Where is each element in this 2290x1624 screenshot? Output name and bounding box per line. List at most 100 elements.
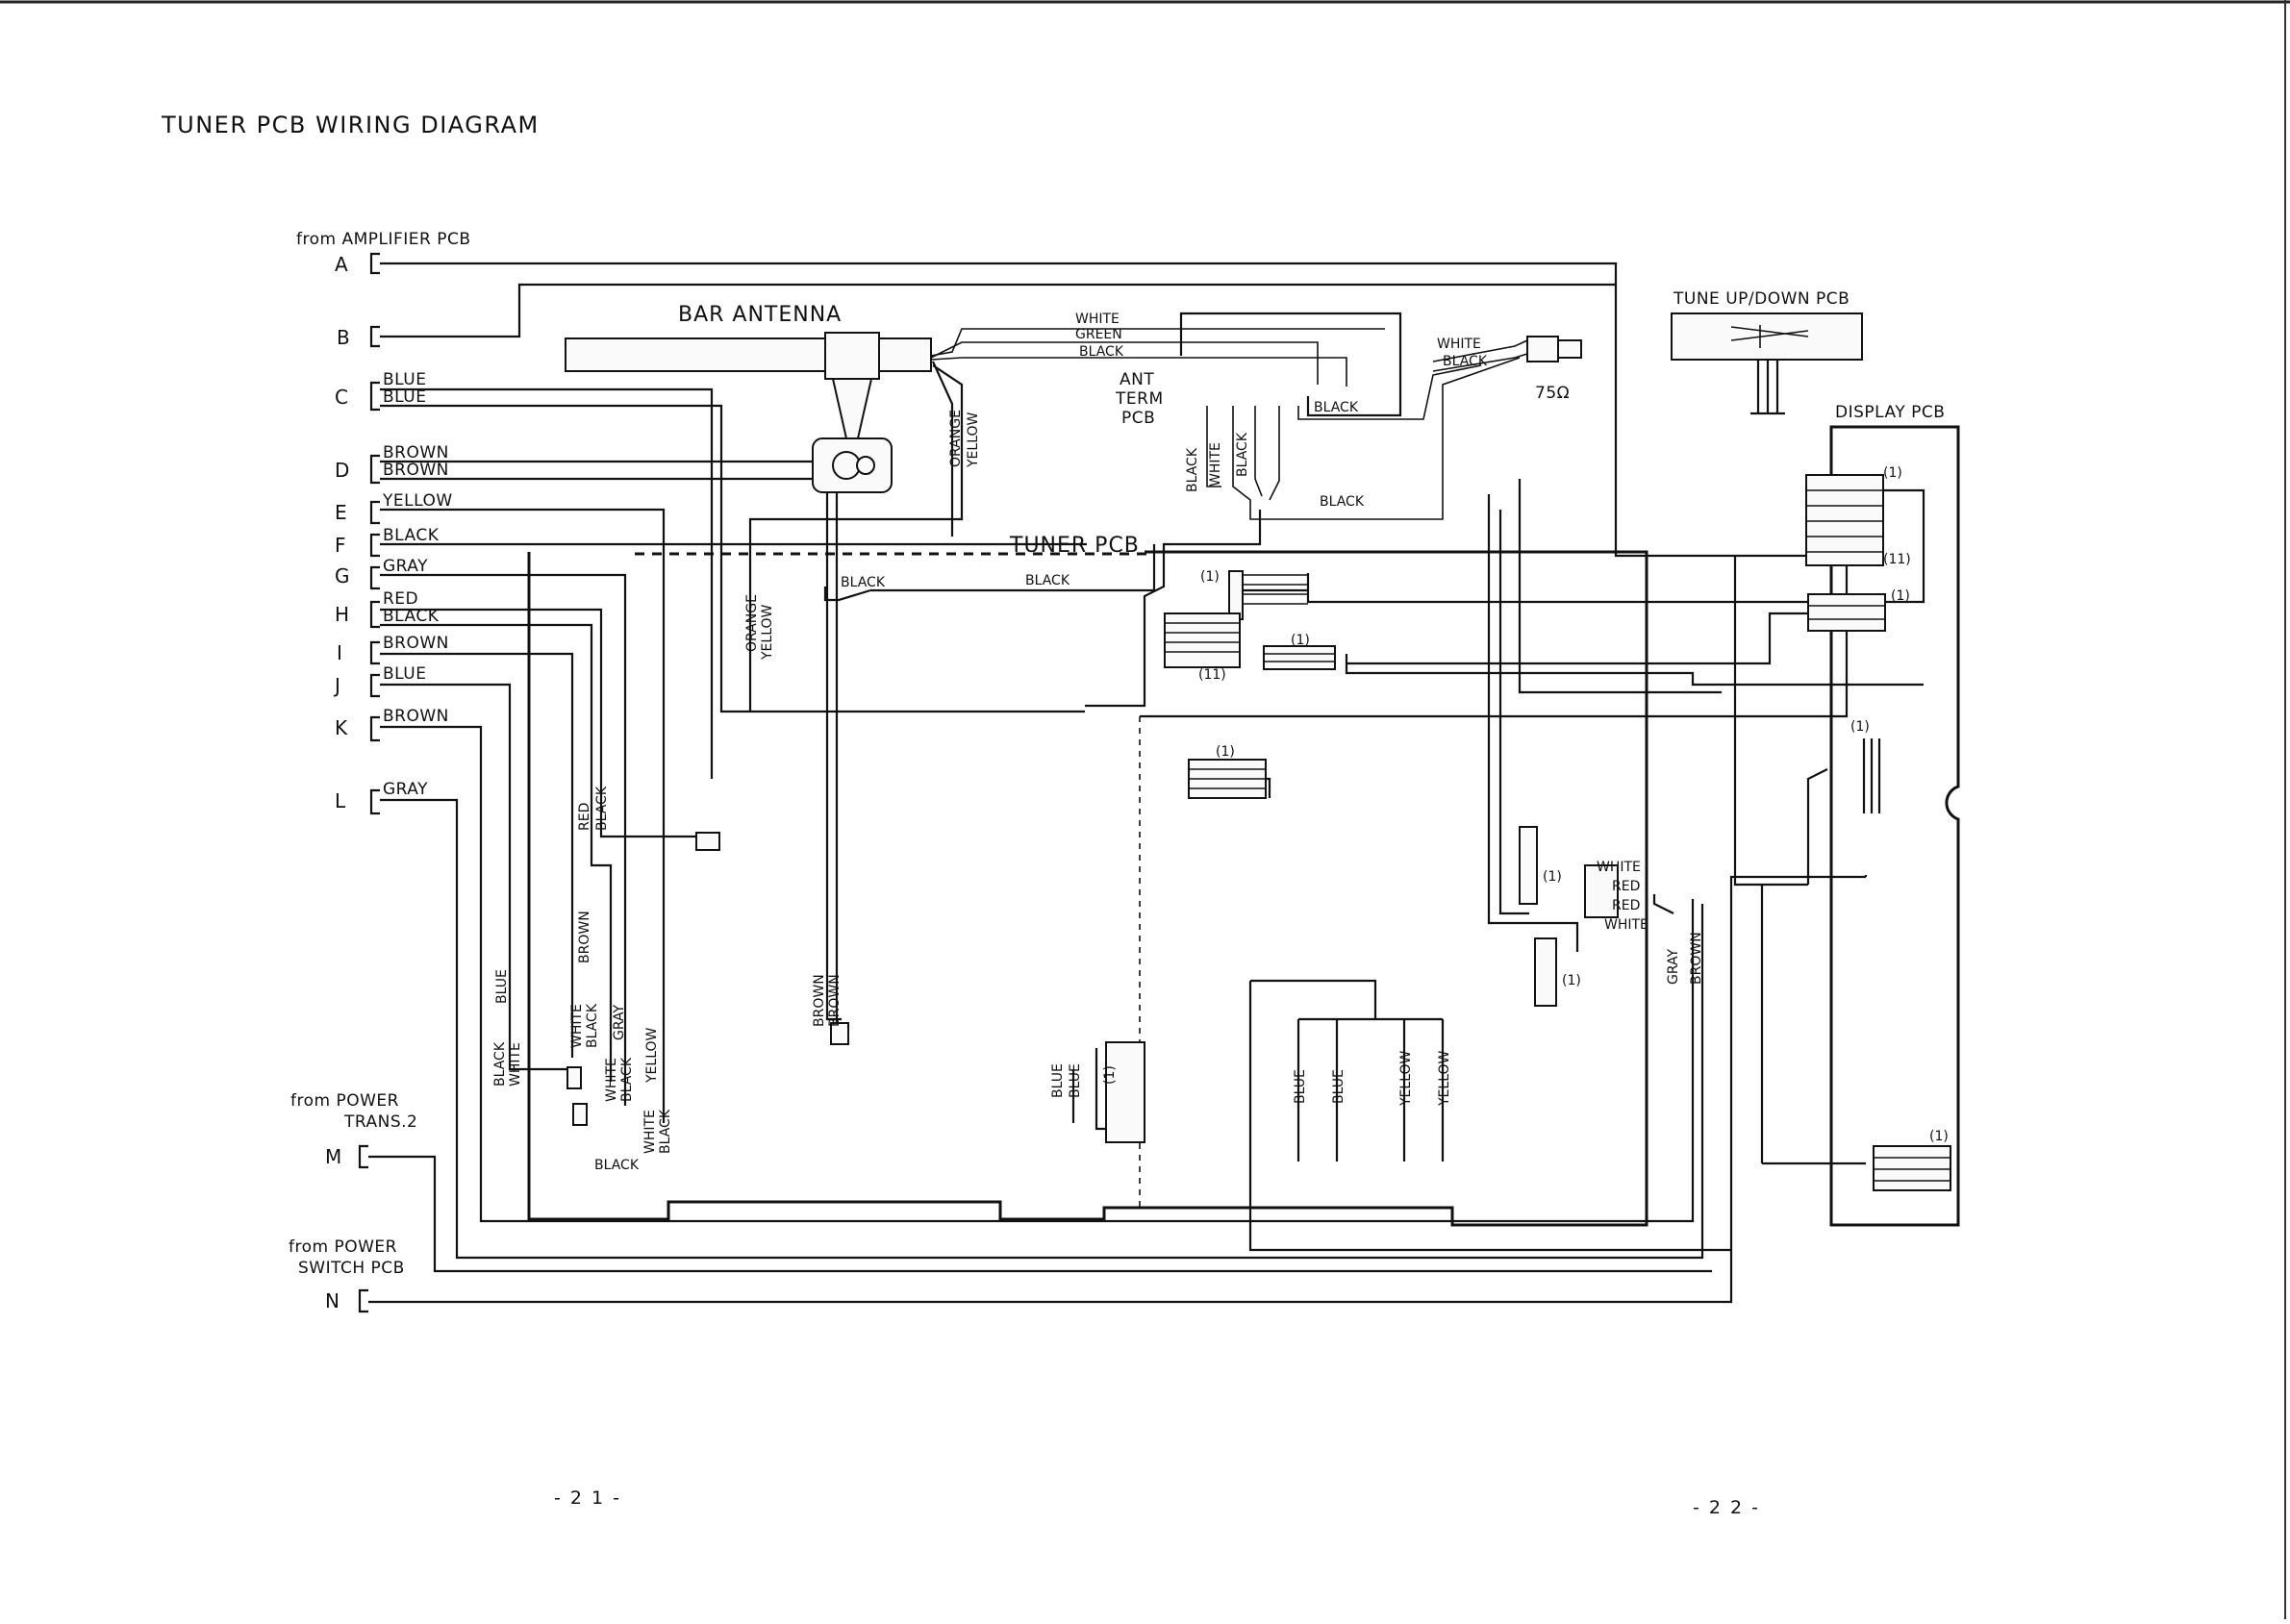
wire-E-1: YELLOW [382,491,453,511]
tuner-pcb-label: TUNER PCB [1009,534,1140,558]
mark-1-g: (1) [1883,465,1902,481]
mark-11-g: (11) [1883,552,1911,567]
label-blue-c-2: BLUE [1068,1063,1083,1098]
ant-term-label-3: PCB [1121,409,1155,428]
wire-K-1: BROWN [383,707,449,726]
pin-J: J [333,674,340,697]
label-brown-d-1: BROWN [812,974,827,1027]
wire-F-1: BLACK [383,526,440,545]
wire-C-1: BLUE [383,370,426,389]
label-yellow-tuner: YELLOW [760,604,775,661]
bottom-wire-blue-2: BLUE [1331,1069,1346,1104]
source-power-trans-2: TRANS.2 [343,1112,417,1132]
label-white-i: WHITE [569,1004,585,1048]
label-white-power-2: WHITE [1604,917,1648,933]
bottom-wire-yellow-1: YELLOW [1398,1050,1414,1107]
label-black-g: BLACK [619,1057,635,1102]
wire-H-2: BLACK [383,607,440,626]
label-brown-d-2: BROWN [827,974,843,1027]
mark-1-f: (1) [1102,1065,1118,1085]
tune-updown-label: TUNE UP/DOWN PCB [1673,289,1850,309]
label-gray-g: GRAY [612,1005,627,1040]
label-white-g: WHITE [604,1058,619,1102]
pin-N: N [325,1289,340,1312]
label-black-i: BLACK [585,1003,600,1048]
wire-D-2: BROWN [383,461,449,480]
antenna-wire-green: GREEN [1075,327,1122,342]
label-brown-i: BROWN [577,911,592,963]
page-number-left: - 2 1 - [554,1487,621,1509]
pin-D: D [335,459,349,482]
diagram-title: TUNER PCB WIRING DIAGRAM [161,112,540,138]
label-white-k: WHITE [508,1042,523,1087]
blue-yellow-wires [1296,1017,1445,1162]
label-black-bottom: BLACK [594,1158,640,1173]
ant-term-wire-black: BLACK [1185,447,1200,492]
source-power-switch-2: SWITCH PCB [298,1259,405,1278]
source-power-trans-1: from POWER [290,1091,399,1111]
pin-brackets [358,252,380,1313]
label-red-power-1: RED [1612,879,1640,894]
mark-11-a: (11) [1198,667,1226,683]
wire-I-1: BROWN [383,634,449,653]
bottom-wire-blue-1: BLUE [1293,1069,1308,1104]
label-blue-j: BLUE [494,969,510,1004]
source-power-switch-1: from POWER [289,1237,397,1257]
label-gray-right: GRAY [1666,949,1681,985]
mark-1-b: (1) [1291,633,1310,648]
wire-C-2: BLUE [383,387,426,407]
tuner-connectors [566,570,1619,1143]
tune-updown-switch [1730,325,1809,348]
wire-L-1: GRAY [383,780,428,799]
label-brown-right: BROWN [1689,932,1704,985]
ant-term-black-label: BLACK [1314,400,1359,415]
coax-wire-black: BLACK [1443,354,1488,369]
coax-connector [1432,336,1582,372]
ant-term-wire-white: WHITE [1208,442,1223,487]
label-yellow-e: YELLOW [644,1027,660,1084]
antenna-wire-black: BLACK [1079,344,1124,360]
label-white-power: WHITE [1597,860,1641,875]
mark-1-c: (1) [1216,744,1235,760]
wire-H-1: RED [383,589,418,609]
label-black-h: BLACK [594,786,610,831]
label-black-tuner-1: BLACK [841,575,886,590]
coax-wire-white: WHITE [1437,337,1481,352]
label-black-k: BLACK [492,1041,508,1087]
mark-1-i: (1) [1850,719,1870,735]
ant-term-wire-black-2: BLACK [1235,432,1250,477]
ant-term-pcb [1085,312,1521,708]
antenna-wire-white: WHITE [1075,312,1120,327]
bottom-wire-yellow-2: YELLOW [1437,1050,1452,1107]
tuner-internal-wires [823,479,1925,1252]
pin-wires [368,262,1866,1304]
pin-L: L [335,789,346,812]
label-red-power-2: RED [1612,898,1640,913]
pin-C: C [335,386,348,409]
label-black-e: BLACK [658,1109,673,1154]
mark-1-a: (1) [1200,569,1220,585]
pin-I: I [337,641,342,664]
wire-D-1: BROWN [383,443,449,462]
tune-updown-wires [1750,360,1785,415]
pin-B: B [337,326,350,349]
mark-1-d: (1) [1543,869,1562,885]
label-white-e: WHITE [642,1110,658,1154]
mark-1-j: (1) [1929,1129,1949,1144]
bar-antenna-label: BAR ANTENNA [678,303,842,327]
pin-H: H [335,603,349,626]
pin-M: M [325,1145,341,1168]
antenna-wire-orange: ORANGE [948,410,964,467]
label-orange-tuner: ORANGE [744,594,760,652]
wire-J-1: BLUE [383,664,426,684]
display-connectors [1805,474,1951,1191]
coax-impedance: 75Ω [1535,384,1570,403]
label-black-tuner-2: BLACK [1025,573,1070,588]
tuner-pcb-outline [527,550,1648,1227]
pin-A: A [335,253,348,276]
pin-G: G [335,564,350,587]
antenna-wire-yellow: YELLOW [966,412,981,468]
wire-G-1: GRAY [383,557,428,576]
